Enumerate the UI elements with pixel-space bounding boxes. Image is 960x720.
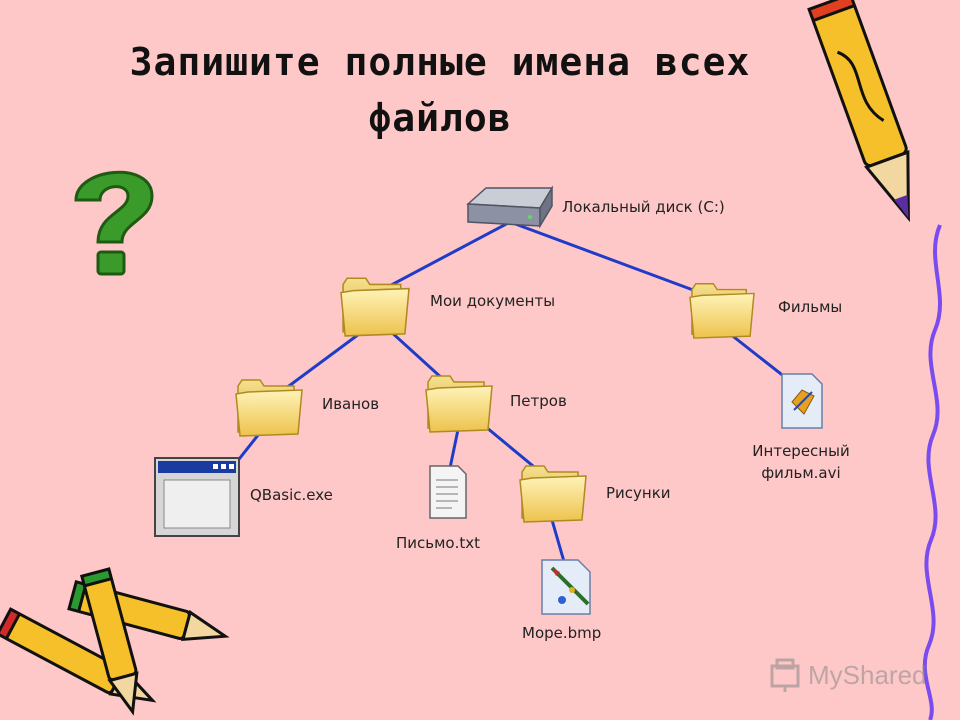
question-mark-icon bbox=[74, 170, 154, 276]
bmp-file-icon bbox=[541, 559, 591, 615]
folder-icon bbox=[425, 375, 493, 433]
slide-title-line1: Запишите полные имена всех bbox=[129, 40, 751, 84]
watermark: MyShared bbox=[768, 656, 938, 696]
hard-drive-icon bbox=[466, 185, 554, 229]
file-movie-label: Интересный фильм.avi bbox=[736, 440, 866, 484]
file-movie-label-line1: Интересный bbox=[752, 442, 850, 460]
avi-file-icon bbox=[781, 373, 823, 429]
folder-icon bbox=[340, 277, 410, 337]
text-file-icon bbox=[429, 465, 467, 519]
folder-icon bbox=[519, 465, 587, 523]
file-qbasic-label: QBasic.exe bbox=[250, 486, 333, 504]
folder-icon bbox=[689, 283, 755, 339]
pencil-icon bbox=[79, 567, 139, 716]
pencil-icon bbox=[807, 0, 910, 223]
logo-icon bbox=[770, 658, 800, 692]
folder-icon bbox=[235, 379, 303, 437]
node-my-docs-label: Мои документы bbox=[430, 292, 556, 310]
file-movie-label-line2: фильм.avi bbox=[761, 464, 841, 482]
node-root-label: Локальный диск (C:) bbox=[562, 198, 725, 216]
watermark-text: MyShared bbox=[808, 660, 927, 690]
node-pictures-label: Рисунки bbox=[606, 484, 671, 502]
node-films-label: Фильмы bbox=[778, 298, 843, 316]
exe-window-icon bbox=[154, 457, 240, 537]
file-letter-label: Письмо.txt bbox=[396, 534, 481, 552]
slide-title-line2: файлов bbox=[368, 96, 512, 140]
node-petrov-label: Петров bbox=[510, 392, 567, 410]
node-ivanov-label: Иванов bbox=[322, 395, 380, 413]
file-sea-label: Море.bmp bbox=[522, 624, 602, 642]
wavy-border bbox=[922, 224, 942, 720]
